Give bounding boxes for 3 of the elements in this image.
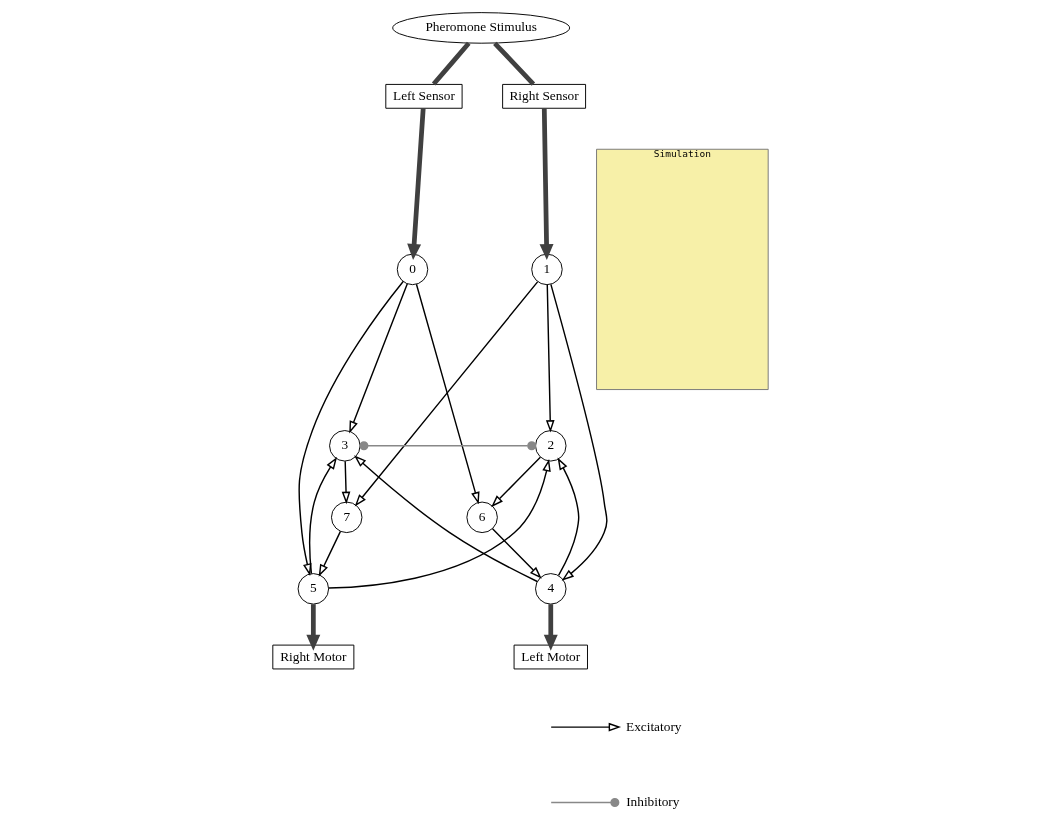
label: Simulation [653, 147, 712, 159]
legend-label: Excitatory [626, 718, 682, 734]
legend-label: Inhibitory [626, 793, 680, 809]
